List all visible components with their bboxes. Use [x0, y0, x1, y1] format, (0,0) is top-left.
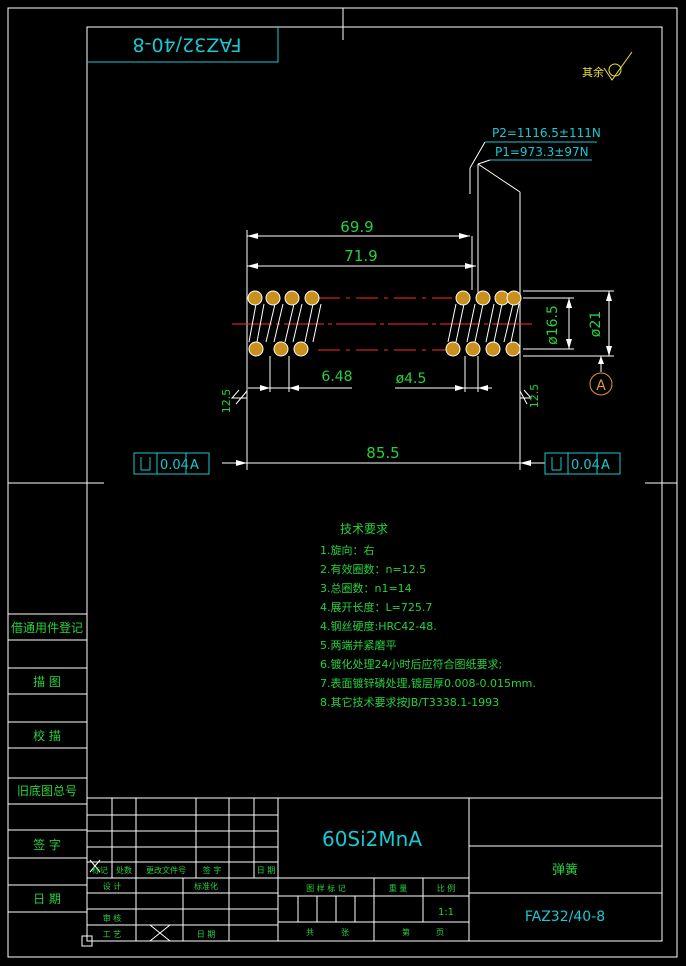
side-item: 描 图 — [33, 675, 61, 689]
side-item: 旧底图总号 — [17, 783, 77, 798]
tech-title: 技术要求 — [340, 522, 388, 536]
tech-item: 4.展开长度：L=725.7 — [320, 600, 432, 614]
spring-coils-right — [447, 303, 520, 343]
load-p1: P1=973.3±97N — [495, 145, 589, 159]
tolerance-frame-left: 0.04 A — [133, 452, 210, 475]
title-block: 标记 处数 更改文件号 签 字 日 期 设 计 标准化 审 核 工 艺 日 期 … — [81, 797, 662, 947]
wire-sections-bottom — [248, 341, 521, 357]
tb-stage-mark: 图 样 标 记 — [306, 883, 346, 893]
tb-count: 处数 — [116, 865, 132, 875]
material-text: 60Si2MnA — [322, 827, 422, 851]
tb-sheet-no: 第 — [402, 927, 410, 937]
side-item: 校 描 — [33, 728, 61, 743]
side-item: 借通用件登记 — [11, 620, 83, 635]
tech-requirements: 技术要求 1.旋向：右 2.有效圈数：n=12.5 3.总圈数：n1=14 4.… — [320, 522, 536, 709]
tol-left-value: 0.04 — [160, 458, 189, 473]
tech-item: 6.镀化处理24小时后应符合图纸要求; — [320, 657, 502, 671]
tb-date2: 日 期 — [197, 930, 216, 939]
dimension-85-5: 85.5 — [222, 444, 545, 466]
dim-wire-text: ø4.5 — [396, 371, 427, 387]
dim-outer-text: ø21 — [588, 311, 604, 337]
tb-sign: 签 字 — [203, 865, 222, 875]
tb-page-unit: 页 — [436, 928, 444, 937]
tech-item: 5.两端并紧磨平 — [320, 638, 397, 652]
dimension-6-48: 6.48 — [248, 356, 353, 392]
tol-right-datum: A — [601, 458, 610, 473]
dim-69-9-text: 69.9 — [340, 218, 373, 236]
spring-axis — [232, 297, 534, 351]
side-item: 日 期 — [33, 892, 61, 906]
tech-item: 3.总圈数：n1=14 — [320, 581, 412, 595]
roughness-rest-symbol: 其余 — [582, 51, 633, 81]
tb-weight: 重 量 — [389, 883, 408, 893]
dimension-inner-diameter: ø16.5 — [523, 297, 574, 350]
tech-item: 7.表面镀锌磷处理,镀层厚0.008-0.015mm. — [320, 676, 536, 690]
inner-border — [86, 26, 663, 942]
rotated-code-text: FAZ32/40-8 — [133, 34, 242, 56]
dim-6-48-text: 6.48 — [321, 369, 352, 385]
tb-design: 设 计 — [103, 881, 122, 891]
tb-scale-label: 比 例 — [437, 883, 456, 893]
tol-right-value: 0.04 — [571, 458, 600, 473]
dim-inner-text: ø16.5 — [545, 305, 561, 345]
tb-change-doc: 更改文件号 — [146, 865, 186, 875]
tb-review: 审 核 — [103, 913, 122, 923]
dimension-71-9: 71.9 — [247, 247, 476, 269]
part-code: FAZ32/40-8 — [525, 909, 605, 925]
tb-standard: 标准化 — [194, 881, 218, 891]
tol-left-datum: A — [190, 458, 199, 473]
dim-71-9-text: 71.9 — [344, 247, 377, 265]
tech-item: 8.其它技术要求按JB/T3338.1-1993 — [320, 695, 499, 709]
side-item: 签 字 — [33, 837, 61, 852]
roughness-left-text: 12.5 — [220, 389, 233, 414]
tb-date: 日 期 — [257, 866, 276, 875]
dim-85-5-text: 85.5 — [366, 444, 399, 462]
roughness-left: 12.5 — [220, 389, 248, 414]
tb-mark: 标记 — [92, 865, 108, 875]
dimension-outer-diameter: ø21 — [523, 290, 614, 357]
roughness-right-text: 12.5 — [528, 384, 541, 409]
dimension-69-9: 69.9 — [247, 218, 470, 239]
tech-item: 2.有效圈数：n=12.5 — [320, 562, 426, 576]
dimension-wire-diameter: ø4.5 — [395, 356, 492, 392]
tb-process: 工 艺 — [103, 930, 122, 939]
side-register-table: 借通用件登记 描 图 校 描 旧底图总号 签 字 日 期 — [8, 613, 87, 913]
tb-sheet-unit: 张 — [341, 928, 349, 937]
tech-item: 4.钢丝硬度:HRC42-48. — [320, 619, 437, 633]
spring-coils-left — [248, 303, 322, 343]
roughness-rest-label: 其余 — [582, 65, 604, 79]
wire-sections-top — [247, 290, 522, 306]
datum-a-symbol: A — [589, 356, 613, 396]
tb-total: 共 — [306, 928, 314, 937]
rotated-code-box: FAZ32/40-8 — [87, 27, 279, 63]
tolerance-frame-right: 0.04 A — [544, 452, 621, 475]
datum-a-text: A — [596, 378, 606, 394]
load-leader: P2=1116.5±111N P1=973.3±97N — [469, 126, 601, 294]
scale-value: 1:1 — [438, 907, 454, 918]
load-p2: P2=1116.5±111N — [492, 126, 601, 140]
roughness-right: 12.5 — [519, 384, 541, 409]
tech-item: 1.旋向：右 — [320, 543, 375, 557]
part-name: 弹簧 — [552, 862, 578, 878]
